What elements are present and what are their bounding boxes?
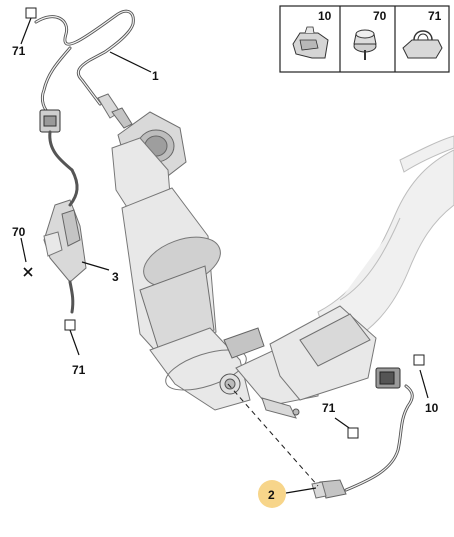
legend-number-71: 71 xyxy=(428,9,442,23)
catalytic-converter xyxy=(111,111,323,419)
clip-icon xyxy=(292,26,329,59)
nut-icon xyxy=(353,29,377,60)
legend-number-70: 70 xyxy=(373,9,387,23)
callout-ref-71-bottom-left: 71 xyxy=(72,363,86,377)
cross-marker xyxy=(23,267,33,277)
reference-markers xyxy=(23,7,425,439)
upstream-oxygen-sensor xyxy=(34,9,135,172)
callout-ref-70-left: 70 xyxy=(12,225,26,239)
installation-line xyxy=(227,383,319,487)
exhaust-pipe-background xyxy=(317,135,454,353)
callout-ref-10-right: 10 xyxy=(425,401,439,415)
rear-silencer xyxy=(269,305,377,401)
legend-box: 10 70 71 xyxy=(279,5,450,73)
callout-ref-71-top: 71 xyxy=(12,44,26,58)
callout-labels: 71 1 70 3 71 71 10 2 xyxy=(12,44,439,502)
highlight-circle xyxy=(258,480,286,508)
cable-clamp-icon xyxy=(402,30,443,59)
callout-ref-71-right: 71 xyxy=(322,401,336,415)
sensor-bracket xyxy=(43,168,87,314)
legend-number-10: 10 xyxy=(318,9,332,23)
downstream-oxygen-sensor xyxy=(311,367,414,499)
callout-part-3: 3 xyxy=(112,270,119,284)
callout-part-1: 1 xyxy=(152,69,159,83)
leader-lines xyxy=(20,17,429,494)
callout-part-2: 2 xyxy=(268,488,275,502)
